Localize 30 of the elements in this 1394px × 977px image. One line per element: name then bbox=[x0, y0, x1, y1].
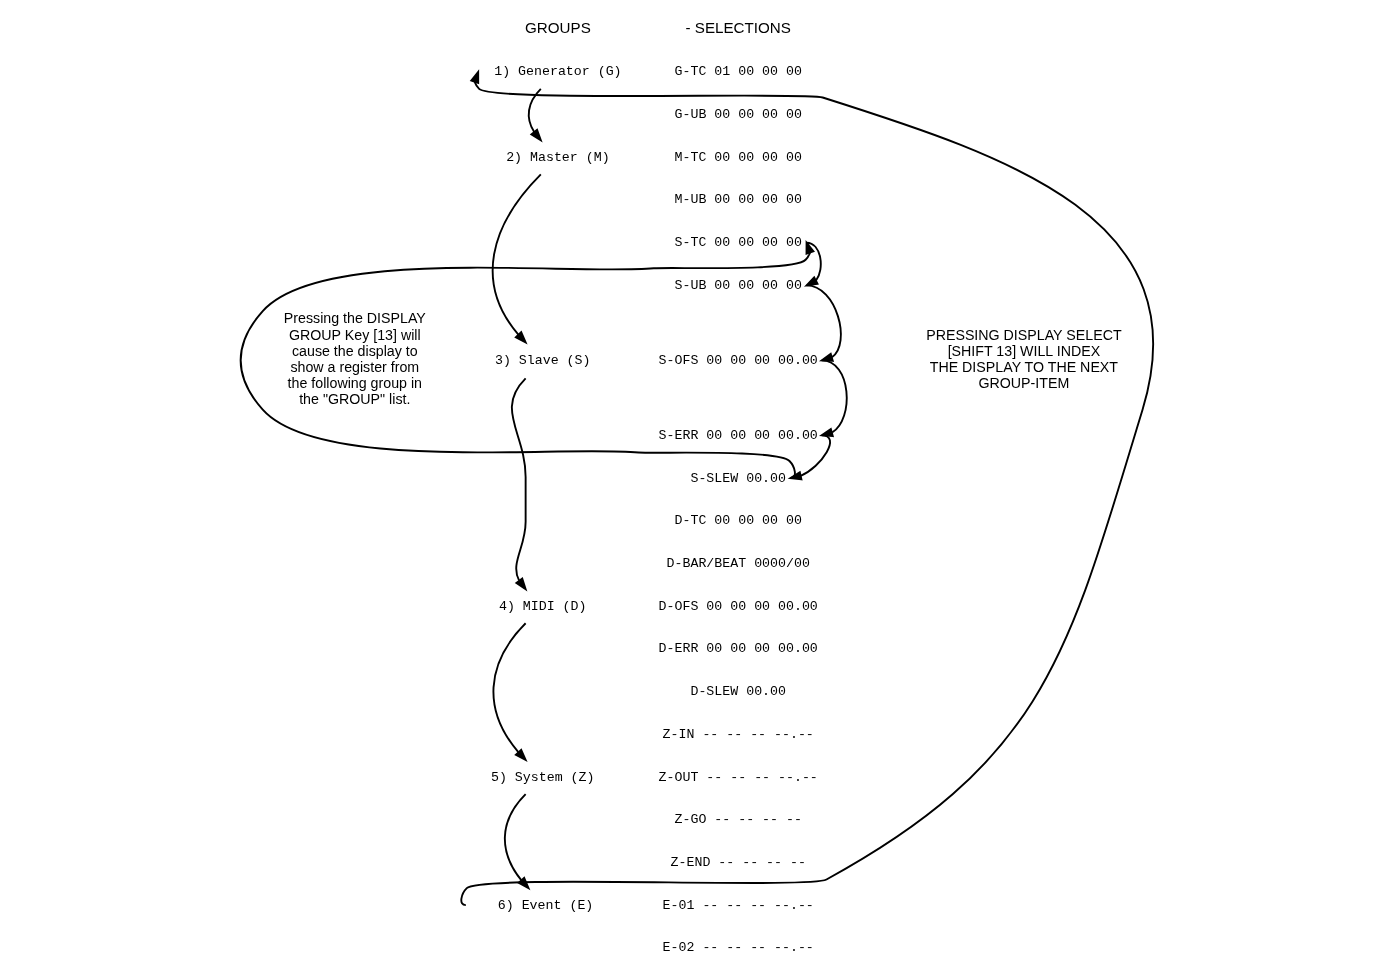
node-text: S-SLEW 00.00 bbox=[690, 470, 786, 486]
label: Z-GO -- -- -- -- bbox=[674, 812, 802, 828]
node-text: S-TC 00 00 00 00 bbox=[674, 235, 802, 251]
label: G-TC 01 00 00 00 bbox=[674, 64, 802, 80]
label: Z-END -- -- -- -- bbox=[670, 854, 806, 870]
label: D-SLEW 00.00 bbox=[690, 684, 786, 700]
label: Z-OUT -- -- -- --.-- bbox=[658, 769, 818, 785]
label: M-TC 00 00 00 00 bbox=[674, 149, 802, 165]
node-text: S-ERR 00 00 00 00.00 bbox=[658, 427, 818, 443]
label: D-OFS 00 00 00 00.00 bbox=[658, 598, 818, 614]
label: Z-IN -- -- -- --.-- bbox=[662, 726, 814, 742]
label: Pressing the DISPLAY GROUP Key [13] will cause the display to show a register from the following group in the "GROUP" list. bbox=[283, 310, 426, 408]
label: G-UB 00 00 00 00 bbox=[674, 107, 802, 123]
label: - SELECTIONS bbox=[685, 18, 791, 36]
label: D-ERR 00 00 00 00.00 bbox=[658, 641, 818, 657]
node-text: 1) Generator (G) bbox=[494, 64, 622, 80]
node-text: 6) Event (E) bbox=[497, 897, 594, 913]
node-text: 5) System (Z) bbox=[490, 769, 595, 785]
node-text: 3) Slave (S) bbox=[494, 352, 591, 368]
label: E-01 -- -- -- --.-- bbox=[662, 897, 814, 913]
label: GROUPS bbox=[525, 18, 591, 36]
label: D-BAR/BEAT 0000/00 bbox=[666, 555, 810, 571]
node-text: S-OFS 00 00 00 00.00 bbox=[658, 352, 818, 368]
node-text: 4) MIDI (D) bbox=[498, 598, 587, 614]
node-text: 2) Master (M) bbox=[506, 149, 610, 165]
label: E-02 -- -- -- --.-- bbox=[662, 940, 814, 956]
label: D-TC 00 00 00 00 bbox=[674, 513, 802, 529]
label: PRESSING DISPLAY SELECT [SHIFT 13] WILL INDEX THE DISPLAY TO THE NEXT GROUP-ITEM bbox=[926, 326, 1122, 391]
label: M-UB 00 00 00 00 bbox=[674, 192, 802, 208]
node-text: S-UB 00 00 00 00 bbox=[674, 277, 802, 293]
